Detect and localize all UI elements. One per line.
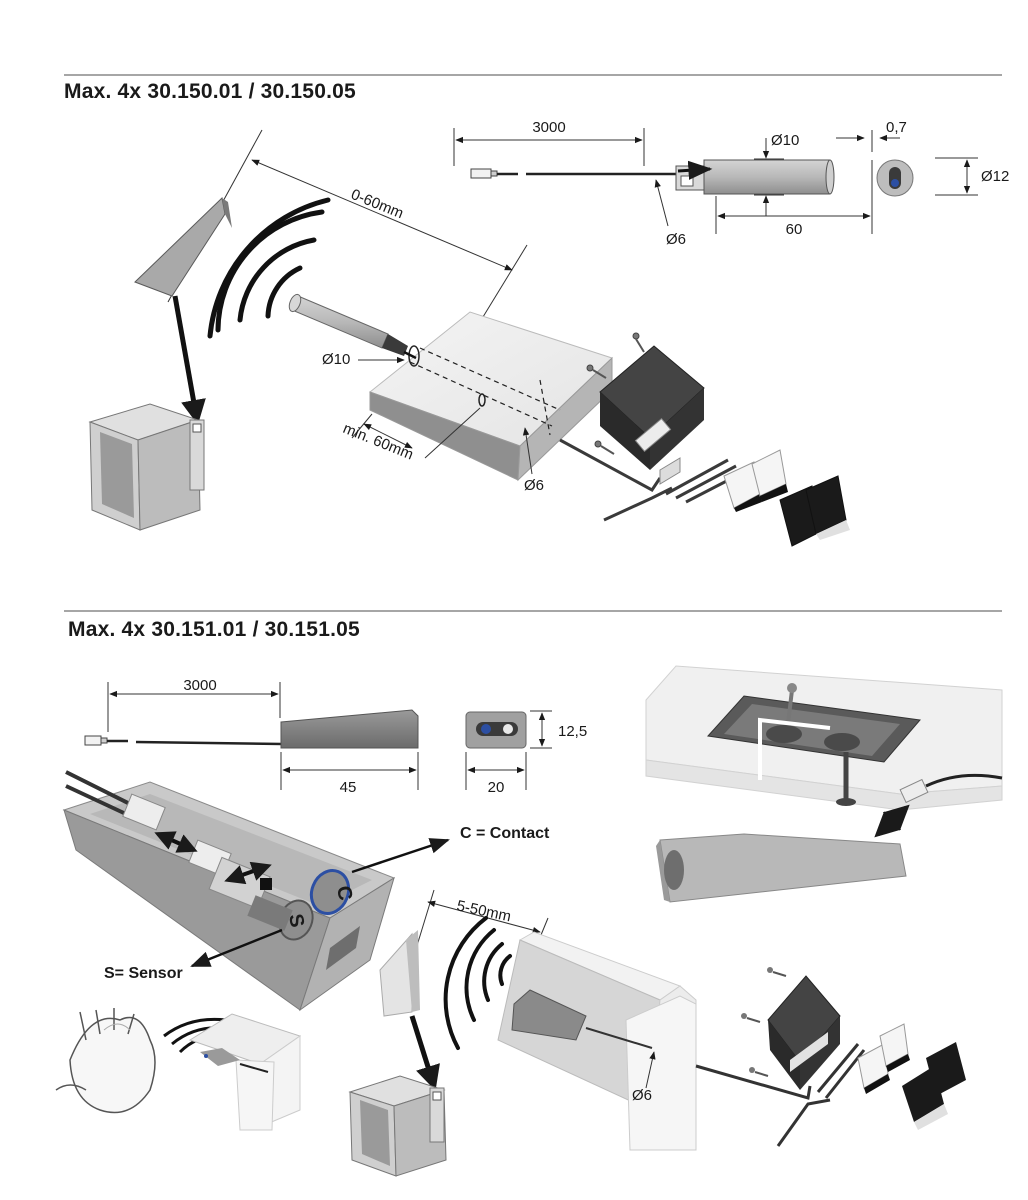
shelf-board <box>368 311 613 482</box>
dim-cable-length-2: 3000 <box>183 677 216 694</box>
dim-range: 0-60mm <box>349 186 406 222</box>
callout-sensor: S= Sensor <box>104 965 183 982</box>
adhesive-pads <box>857 1023 966 1130</box>
dim-bore-diameter: Ø10 <box>322 351 350 368</box>
dim-cable-bore-2: Ø6 <box>632 1087 652 1104</box>
sensor2-mounting-detail <box>645 665 1003 903</box>
sensor2-installation: 5-50mm Ø6 <box>348 889 966 1177</box>
screw-icons <box>586 332 645 455</box>
wiring <box>559 438 745 522</box>
dim-cable-diameter: Ø6 <box>666 231 686 248</box>
callout-contact: C = Contact <box>460 825 550 842</box>
cabinet-icon <box>88 403 205 531</box>
dim-sensor-diameter: Ø10 <box>771 132 799 149</box>
letter-c: C <box>332 884 356 902</box>
dim-height: 12,5 <box>558 723 587 740</box>
connector-plug-icon <box>84 735 128 746</box>
dim-cable-length: 3000 <box>532 119 565 136</box>
connector-plug-icon <box>470 168 518 179</box>
letter-s: S <box>284 912 308 929</box>
cable-line <box>135 740 283 746</box>
section2-rule <box>64 610 1002 612</box>
section2-heading: Max. 4x 30.151.01 / 30.151.05 <box>68 618 360 641</box>
sensor1-front-view <box>876 159 914 197</box>
dim-length: 45 <box>340 779 357 796</box>
detection-waves-icon <box>207 197 331 339</box>
dim-width: 20 <box>488 779 505 796</box>
section1-rule <box>64 74 1002 76</box>
sensor1-cylinder <box>288 293 417 360</box>
adhesive-pads <box>723 449 850 547</box>
sensor2-body <box>280 709 419 749</box>
control-module <box>599 345 705 485</box>
sensor1-installation: 0-60mm <box>88 129 850 547</box>
section1-heading: Max. 4x 30.150.01 / 30.150.05 <box>64 80 356 103</box>
dim-sensor-length: 60 <box>786 221 803 238</box>
detection-waves-icon <box>443 916 512 1050</box>
dim-cap-diameter: Ø12 <box>981 168 1009 185</box>
dim-front-thickness: 0,7 <box>886 119 907 136</box>
under-shelf-sensor-icon <box>188 1013 302 1131</box>
sensor1-body <box>675 159 835 195</box>
door-panel <box>134 196 232 297</box>
screw-icons <box>741 967 787 1077</box>
dim-cable-bore: Ø6 <box>524 477 544 494</box>
hand-gesture-icon <box>55 1008 156 1114</box>
sensor2-front-view <box>465 711 527 749</box>
sensor2-dimension-drawing: 3000 45 20 12,5 <box>84 677 587 796</box>
sensor1-dimension-drawing: 3000 Ø10 60 0,7 Ø6 Ø12 <box>453 119 1009 248</box>
sensor2-exploded-housing: C S <box>62 770 450 1012</box>
